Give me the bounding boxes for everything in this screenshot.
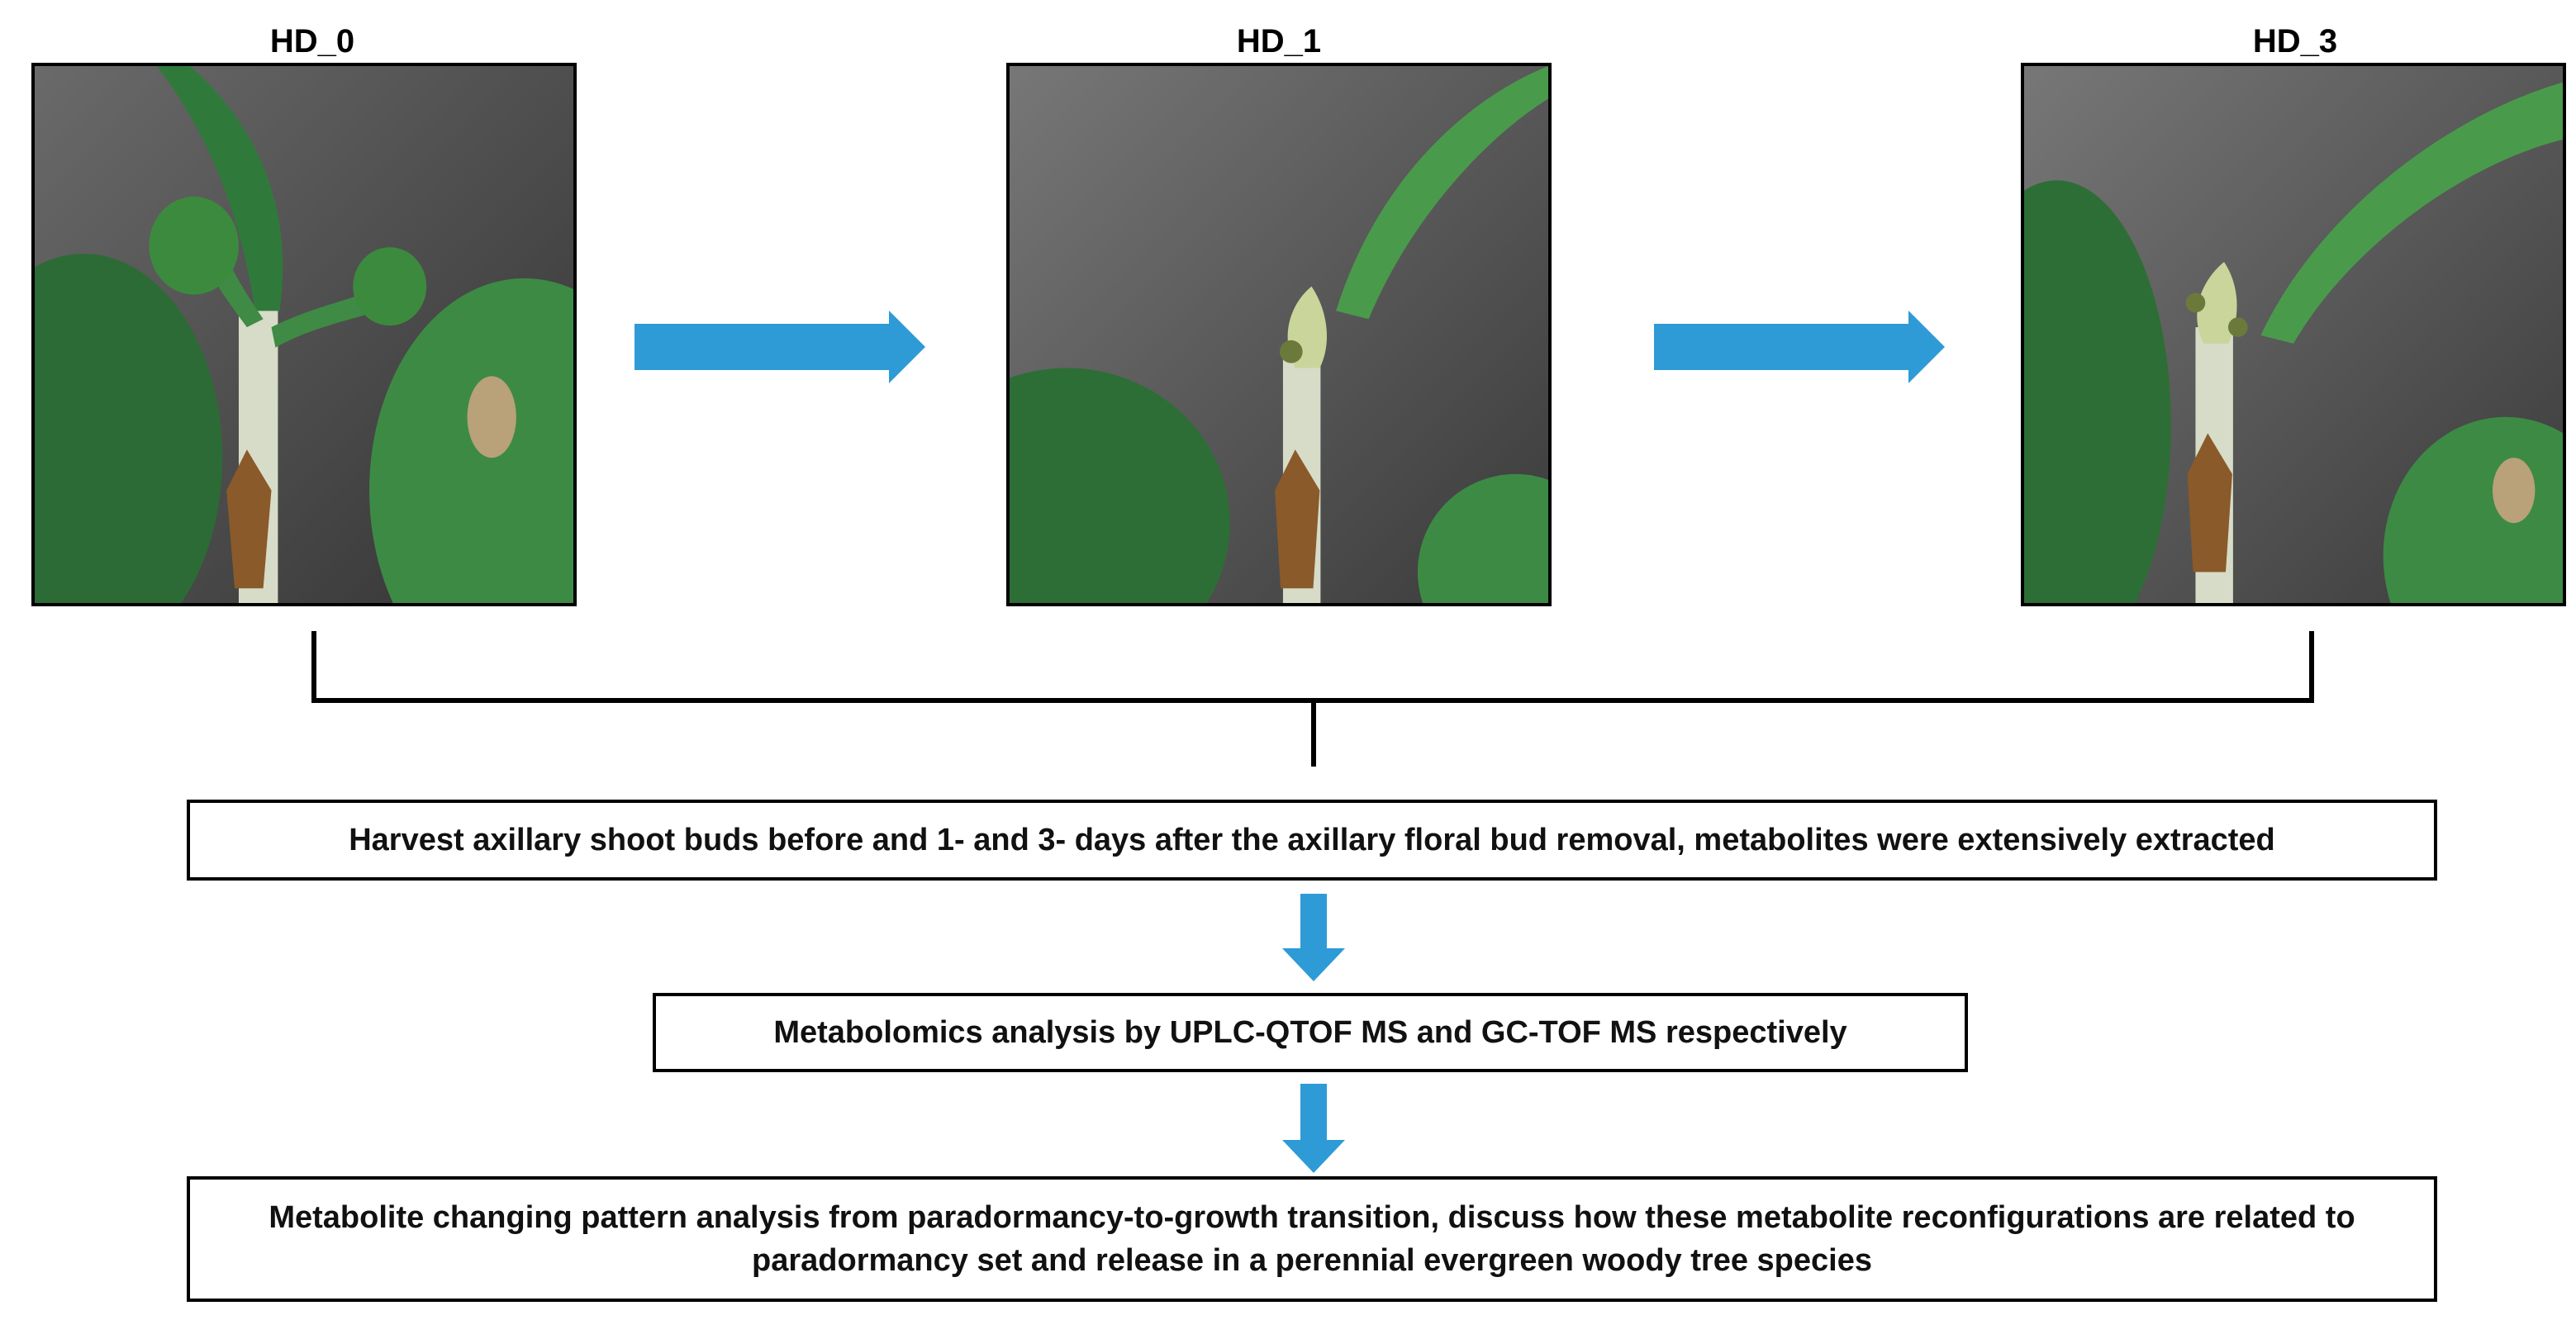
- step-text-harvest: Harvest axillary shoot buds before and 1…: [349, 823, 2275, 857]
- bracket: [311, 631, 2314, 703]
- photo-hd1: [1006, 63, 1552, 606]
- step-box-harvest: Harvest axillary shoot buds before and 1…: [187, 800, 2437, 881]
- bud-photo-hd1-illustration: [1010, 66, 1548, 603]
- photo-hd3: [2021, 63, 2566, 606]
- panel-label-hd1: HD_1: [1236, 23, 1322, 59]
- step-text-analysis: Metabolomics analysis by UPLC-QTOF MS an…: [773, 1015, 1847, 1050]
- panel-label-hd0: HD_0: [269, 23, 355, 59]
- down-arrow-2: [1282, 1084, 1345, 1173]
- step-box-analysis: Metabolomics analysis by UPLC-QTOF MS an…: [653, 993, 1968, 1072]
- step-text-pattern: Metabolite changing pattern analysis fro…: [269, 1200, 2355, 1278]
- right-arrow-1: [634, 311, 925, 383]
- panel-label-hd3: HD_3: [2252, 23, 2338, 59]
- step-box-pattern: Metabolite changing pattern analysis fro…: [187, 1176, 2437, 1302]
- photo-hd0: [31, 63, 577, 606]
- bud-photo-hd3-illustration: [2024, 66, 2563, 603]
- right-arrow-2: [1654, 311, 1945, 383]
- down-arrow-1: [1282, 894, 1345, 981]
- bud-photo-hd0-illustration: [35, 66, 573, 603]
